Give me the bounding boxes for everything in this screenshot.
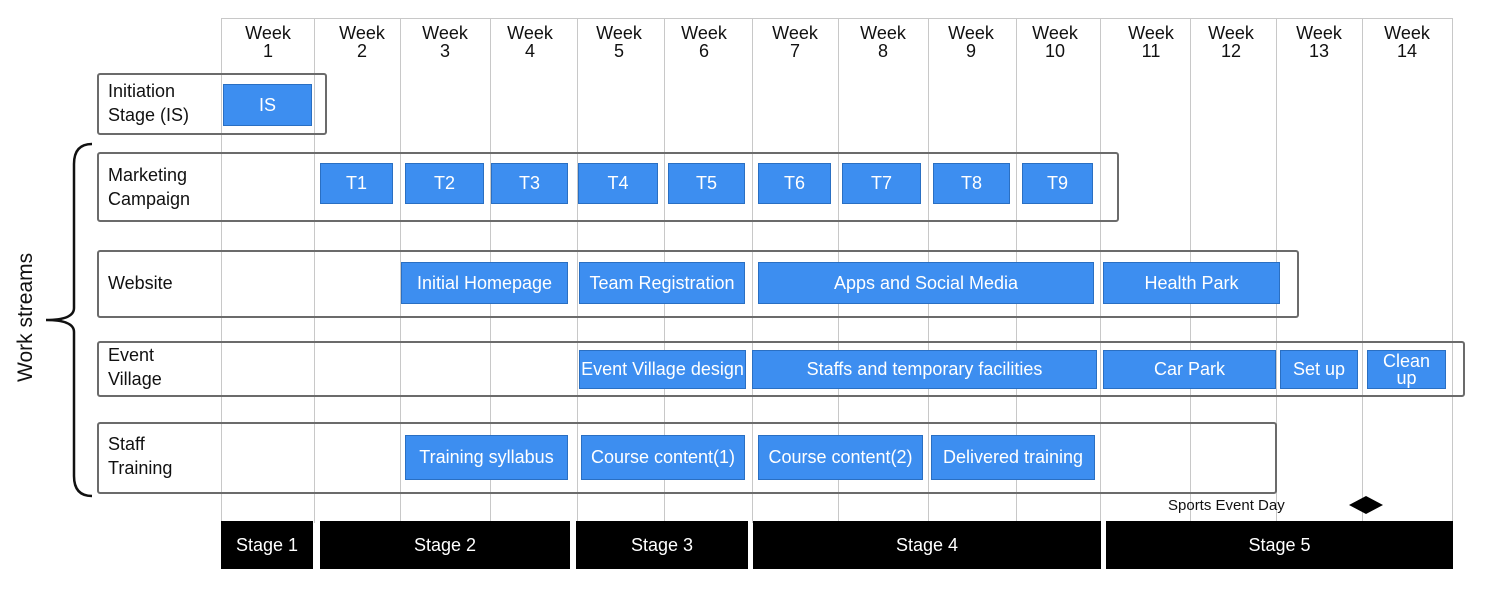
week-header: Week 4 (507, 23, 553, 61)
row-label-initiation: Initiation Stage (IS) (108, 81, 190, 125)
week-header: Week 9 (948, 23, 994, 61)
milestone-diamond-icon (1349, 496, 1383, 514)
row-label-website: Website (108, 273, 173, 293)
task-bar-team-registration: Team Registration (579, 262, 745, 304)
milestone-label: Sports Event Day (1168, 497, 1285, 514)
grid-line (400, 18, 401, 523)
y-axis-label: Work streams (14, 252, 37, 382)
stage-bar-4: Stage 4 (753, 521, 1101, 569)
row-frame-event-village (97, 341, 1465, 397)
task-bar-t1: T1 (320, 163, 393, 204)
week-header: Week 1 (245, 23, 291, 61)
row-label-staff-training: Staff Training (108, 434, 173, 478)
week-header: Week 11 (1128, 23, 1174, 61)
task-bar-clean-up: Clean up (1367, 350, 1446, 389)
task-bar-event-village-design: Event Village design (579, 350, 746, 389)
row-label-marketing: Marketing Campaign (108, 165, 191, 209)
task-bar-health-park: Health Park (1103, 262, 1280, 304)
task-bar-is: IS (223, 84, 312, 126)
task-bar-apps-social: Apps and Social Media (758, 262, 1094, 304)
grid-line (1100, 18, 1101, 523)
stage-bar-1: Stage 1 (221, 521, 313, 569)
week-header: Week 13 (1296, 23, 1342, 61)
task-bar-staffs-facilities: Staffs and temporary facilities (752, 350, 1097, 389)
task-bar-course-content-1: Course content(1) (581, 435, 745, 480)
week-header: Week 12 (1208, 23, 1254, 61)
grid-line (577, 18, 578, 523)
task-bar-course-content-2: Course content(2) (758, 435, 923, 480)
grid-line (1362, 18, 1363, 523)
week-header: Week 7 (772, 23, 818, 61)
task-bar-t5: T5 (668, 163, 745, 204)
task-bar-t4: T4 (578, 163, 658, 204)
grid-line (314, 18, 315, 523)
row-frame-marketing (97, 152, 1119, 222)
week-header: Week 6 (681, 23, 727, 61)
row-label-event-village: Event Village (108, 345, 162, 389)
stage-bar-3: Stage 3 (576, 521, 748, 569)
week-header: Week 10 (1032, 23, 1078, 61)
week-header: Week 2 (339, 23, 385, 61)
task-bar-t7: T7 (842, 163, 921, 204)
work-streams-brace (45, 142, 93, 498)
task-bar-t2: T2 (405, 163, 484, 204)
task-bar-set-up: Set up (1280, 350, 1358, 389)
week-header: Week 3 (422, 23, 468, 61)
task-bar-training-syllabus: Training syllabus (405, 435, 568, 480)
row-frame-website (97, 250, 1299, 318)
task-bar-car-park: Car Park (1103, 350, 1276, 389)
grid-top-line (221, 18, 1453, 19)
task-bar-t3: T3 (491, 163, 568, 204)
task-bar-initial-homepage: Initial Homepage (401, 262, 568, 304)
stage-bar-5: Stage 5 (1106, 521, 1453, 569)
grid-line (221, 18, 222, 523)
grid-line (752, 18, 753, 523)
task-bar-delivered-training: Delivered training (931, 435, 1095, 480)
task-bar-t6: T6 (758, 163, 831, 204)
grid-line (1452, 18, 1453, 523)
week-header: Week 14 (1384, 23, 1430, 61)
task-bar-t8: T8 (933, 163, 1010, 204)
row-frame-staff-training (97, 422, 1277, 494)
week-header: Week 8 (860, 23, 906, 61)
row-frame-initiation (97, 73, 327, 135)
week-header: Week 5 (596, 23, 642, 61)
task-bar-t9: T9 (1022, 163, 1093, 204)
stage-bar-2: Stage 2 (320, 521, 570, 569)
